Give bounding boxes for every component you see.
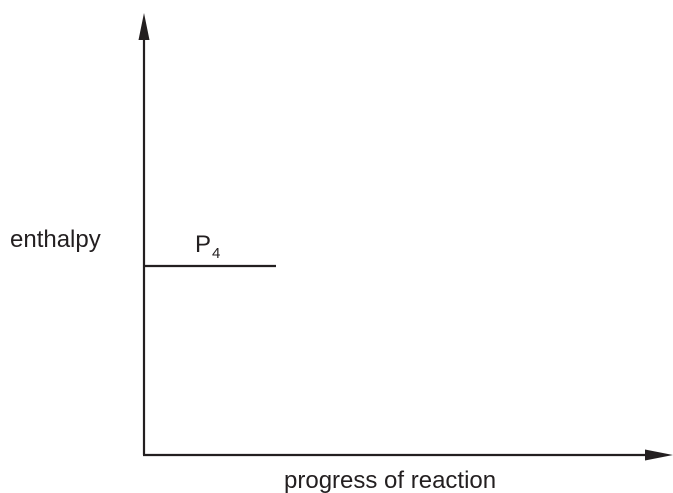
x-axis-label: progress of reaction <box>284 467 496 493</box>
y-axis-arrowhead <box>138 13 150 40</box>
x-axis-arrowhead <box>645 449 673 461</box>
y-axis-label: enthalpy <box>10 226 101 253</box>
p4-subscript: 4 <box>212 245 220 262</box>
p4-species: P <box>195 231 211 258</box>
p4-level-label: P4 <box>195 231 220 262</box>
